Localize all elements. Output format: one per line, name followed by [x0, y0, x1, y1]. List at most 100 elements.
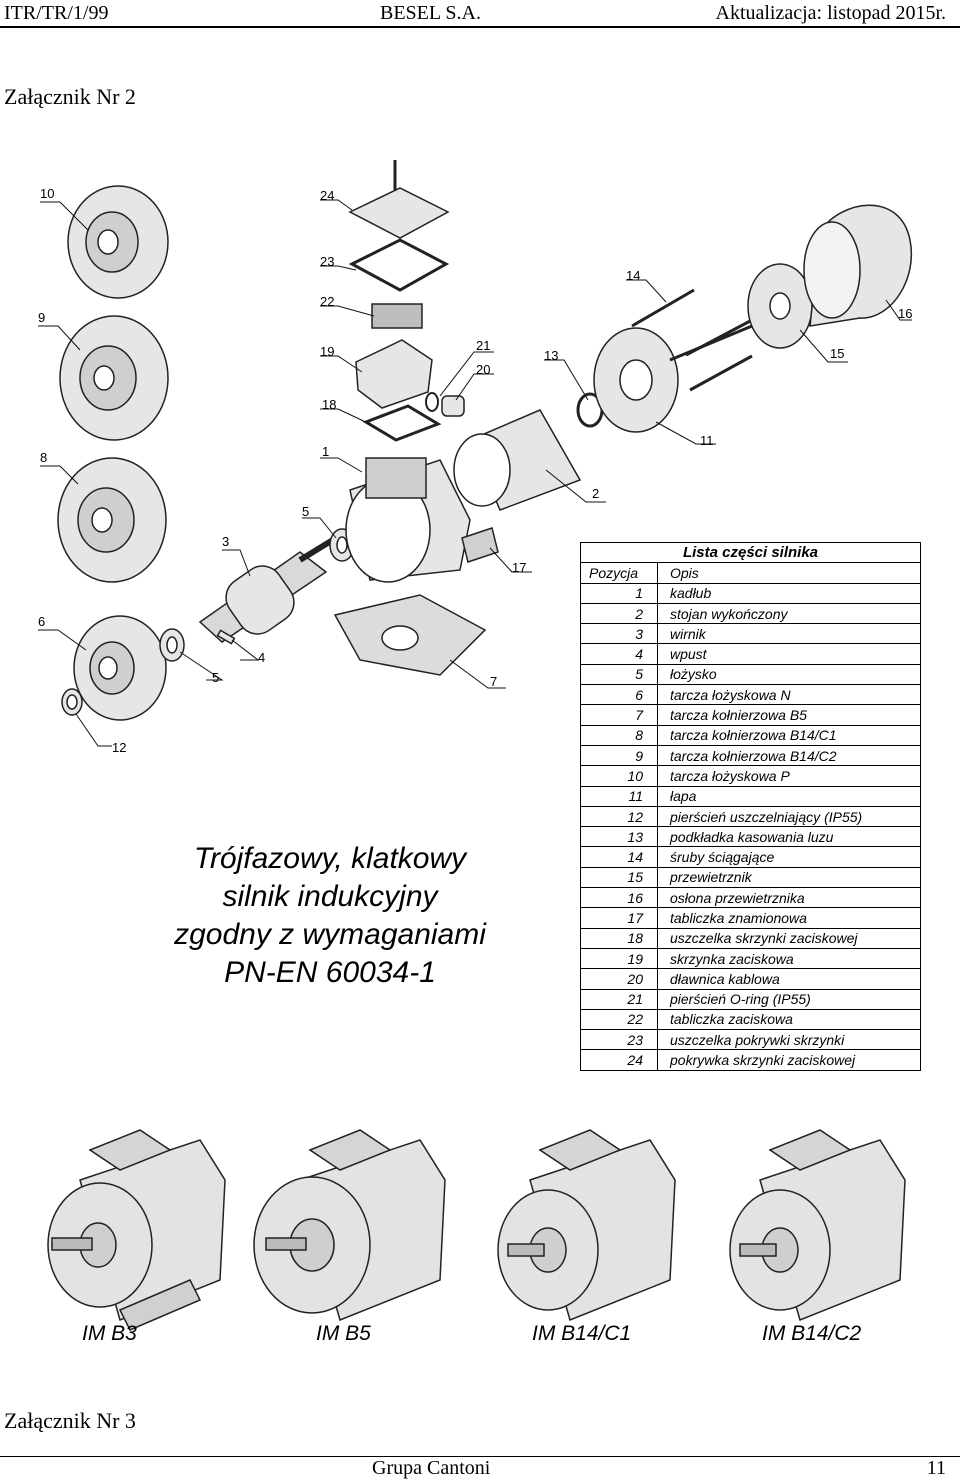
part-description: pokrywka skrzynki zaciskowej — [657, 1049, 921, 1071]
mounting-variants-illustration — [47, 1129, 906, 1331]
page-number: 11 — [926, 1457, 946, 1479]
callout-8: 9 — [38, 310, 45, 325]
callout-7: 8 — [40, 450, 47, 465]
callout-4: 4 — [258, 650, 265, 665]
part-description: pierścień O-ring (IP55) — [657, 988, 921, 1010]
callout-20: 20 — [476, 362, 490, 377]
part-description: łapa — [657, 785, 921, 807]
part-description: stojan wykończony — [657, 602, 921, 625]
callout-21: 21 — [476, 338, 490, 353]
stator-2 — [453, 409, 582, 511]
part-description: przewietrznik — [657, 866, 921, 889]
box-gasket-18 — [362, 404, 442, 442]
part-position: 8 — [580, 724, 658, 746]
callout-11: 7 — [490, 674, 497, 689]
part-position: 18 — [580, 927, 658, 949]
part-position: 12 — [580, 805, 658, 828]
part-position: 3 — [580, 623, 658, 645]
exploded-motor-diagram: 10 9 8 6 12 3 4 5 5 1 18 19 22 23 24 21 … — [38, 160, 913, 755]
part-position: 6 — [580, 684, 658, 706]
label-im-b5: IM B5 — [316, 1322, 371, 1345]
callout-13: 13 — [544, 348, 558, 363]
callout-15: 15 — [830, 346, 844, 361]
end-shield-9 — [67, 185, 169, 299]
company-name: BESEL S.A. — [380, 2, 481, 24]
page-header: ITR/TR/1/99 BESEL S.A. Aktualizacja: lis… — [0, 0, 960, 28]
callout-9: 10 — [40, 186, 54, 201]
label-im-b14-c1: IM B14/C1 — [532, 1322, 632, 1345]
callout-1: 1 — [322, 444, 329, 459]
callout-10: 11 — [700, 433, 714, 448]
label-im-b3: IM B3 — [82, 1322, 137, 1345]
title-line-3: zgodny z wymaganiami — [174, 918, 486, 951]
rotor-3 — [198, 535, 338, 643]
part-description: tarcza łożyskowa P — [657, 765, 921, 787]
title-line-2: silnik indukcyjny — [222, 880, 438, 913]
part-description: uszczelka skrzynki zaciskowej — [657, 927, 921, 949]
part-description: wpust — [657, 643, 921, 665]
callout-5b: 5 — [302, 504, 309, 519]
col-header-description: Opis — [657, 562, 921, 584]
callout-2: 2 — [592, 486, 599, 501]
callout-6: 6 — [38, 614, 45, 629]
label-im-b14-c2: IM B14/C2 — [762, 1322, 862, 1345]
callout-5a: 5 — [212, 670, 219, 685]
part-description: podkładka kasowania luzu — [657, 826, 921, 848]
part-position: 23 — [580, 1029, 658, 1051]
end-shield-7 — [57, 457, 167, 583]
title-line-1: Trójfazowy, klatkowy — [193, 842, 467, 875]
cable-gland-20 — [441, 395, 465, 417]
part-description: wirnik — [657, 623, 921, 645]
bearing-5a — [159, 628, 185, 662]
parts-list-caption: Lista części silnika — [580, 541, 921, 564]
o-ring-21 — [425, 392, 439, 412]
part-description: tabliczka znamionowa — [657, 907, 921, 929]
fan-cover-16 — [803, 204, 913, 327]
nameplate-17 — [461, 527, 499, 563]
footer-company: Grupa Cantoni — [372, 1457, 491, 1479]
end-shield-8 — [59, 315, 169, 441]
callout-3: 3 — [222, 534, 229, 549]
seal-ring-12 — [61, 688, 83, 716]
terminal-box-cover-24 — [348, 160, 450, 239]
terminal-box-19 — [355, 339, 433, 409]
page-footer: Grupa Cantoni 11 — [0, 1456, 960, 1480]
callout-16: 16 — [898, 306, 912, 321]
callout-12: 12 — [112, 740, 126, 755]
motor-im-b5 — [253, 1129, 446, 1322]
part-position: 16 — [580, 887, 658, 909]
doc-code: ITR/TR/1/99 — [4, 2, 109, 24]
part-description: dławnica kablowa — [657, 968, 921, 990]
part-description: tarcza kołnierzowa B5 — [657, 704, 921, 726]
terminal-board-22 — [371, 303, 423, 329]
callout-17: 17 — [512, 560, 526, 575]
cover-gasket-23 — [348, 238, 450, 292]
annex-2-heading: Załącznik Nr 2 — [4, 84, 136, 109]
callout-19: 19 — [320, 344, 334, 359]
housing-1 — [345, 457, 471, 583]
part-position: 17 — [580, 907, 658, 929]
callout-24: 24 — [320, 188, 334, 203]
col-header-position: Pozycja — [580, 562, 658, 584]
part-description: uszczelka pokrywki skrzynki — [657, 1029, 921, 1051]
part-position: 19 — [580, 947, 658, 970]
motor-im-b3 — [47, 1129, 226, 1331]
part-position: 13 — [580, 826, 658, 848]
